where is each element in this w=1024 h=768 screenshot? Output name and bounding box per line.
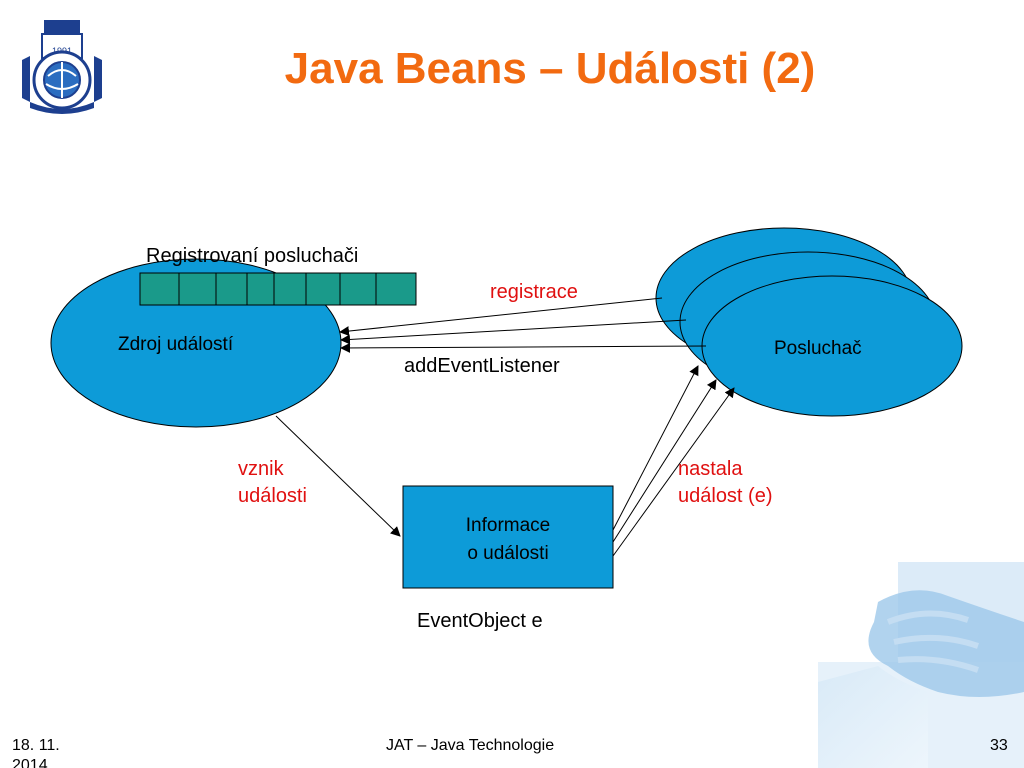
listener-queue — [139, 272, 417, 306]
registration-arrow — [339, 297, 663, 337]
university-crest-icon: 1991 — [22, 20, 102, 114]
event-object-label: EventObject e — [417, 610, 543, 632]
registration-label: registrace — [490, 281, 578, 303]
event-arise-label-line1: vznik — [238, 458, 284, 480]
event-info-box — [402, 485, 614, 589]
event-arise-arrow — [275, 415, 401, 537]
footer-course: JAT – Java Technologie — [386, 737, 555, 754]
event-info-label-line2: o události — [467, 543, 549, 564]
event-occurred-label-line1: nastala — [678, 458, 743, 480]
notify-arrow — [612, 365, 699, 531]
notify-arrow — [612, 379, 717, 543]
footer-date-line1: 18. 11. — [12, 737, 60, 754]
notify-arrow — [612, 387, 735, 557]
event-occurred-label-line2: událost (e) — [678, 485, 773, 507]
event-arise-label-line2: události — [238, 485, 307, 507]
slide-title: Java Beans – Události (2) — [284, 44, 816, 93]
add-event-listener-label: addEventListener — [404, 355, 560, 377]
event-source-label: Zdroj událostí — [118, 334, 234, 355]
registered-listeners-label: Registrovaní posluchači — [146, 245, 359, 267]
hand-icon — [818, 562, 1024, 768]
footer-page-number: 33 — [990, 737, 1008, 754]
registration-arrow — [340, 342, 707, 353]
listener-label: Posluchač — [774, 338, 862, 359]
registration-arrow — [340, 319, 687, 345]
footer-date-line2: 2014 — [12, 757, 48, 768]
event-info-label-line1: Informace — [465, 515, 551, 536]
